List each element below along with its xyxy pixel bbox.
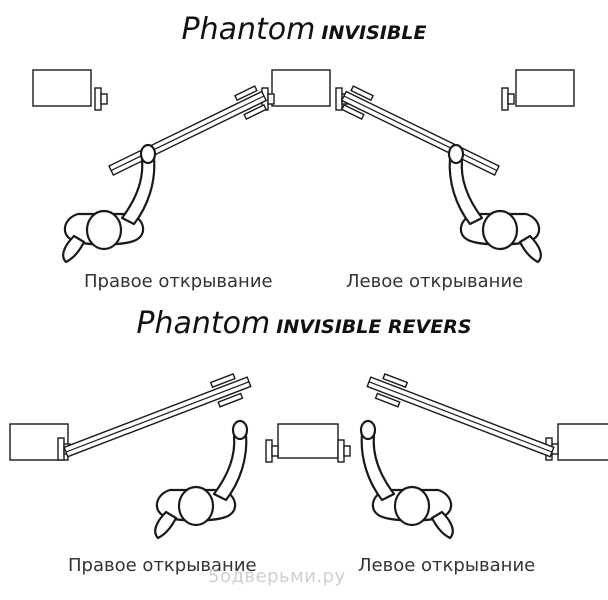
door-leaf [104, 83, 271, 183]
hinge-icon [94, 87, 108, 111]
wall-block [557, 423, 608, 461]
hinge-icon [501, 87, 515, 111]
person-icon [62, 143, 157, 264]
section-2-graphics [9, 373, 608, 540]
wall-block [515, 69, 575, 107]
hinge-icon [265, 439, 279, 463]
wall-block [277, 423, 339, 459]
caption-left-opening: Левое открывание [346, 271, 524, 292]
hinge-icon [337, 439, 351, 463]
title-main: Phantom [136, 306, 271, 341]
section-1-graphics [32, 69, 575, 264]
door-leaf [63, 373, 252, 458]
caption-right-opening: Правое открывание [68, 555, 257, 576]
caption-left-opening: Левое открывание [358, 555, 536, 576]
door-leaf [366, 373, 555, 458]
title-sub: INVISIBLE REVERS [276, 316, 472, 338]
title-main: Phantom [181, 12, 316, 47]
wall-block [271, 69, 331, 107]
caption-right-opening: Правое открывание [84, 271, 273, 292]
title-sub: INVISIBLE [321, 22, 427, 44]
wall-block [32, 69, 92, 107]
person-icon [154, 419, 249, 540]
door-leaf [337, 83, 504, 183]
watermark: 5одверьми.ру [208, 566, 346, 587]
person-icon [359, 419, 454, 540]
person-icon [447, 143, 542, 264]
